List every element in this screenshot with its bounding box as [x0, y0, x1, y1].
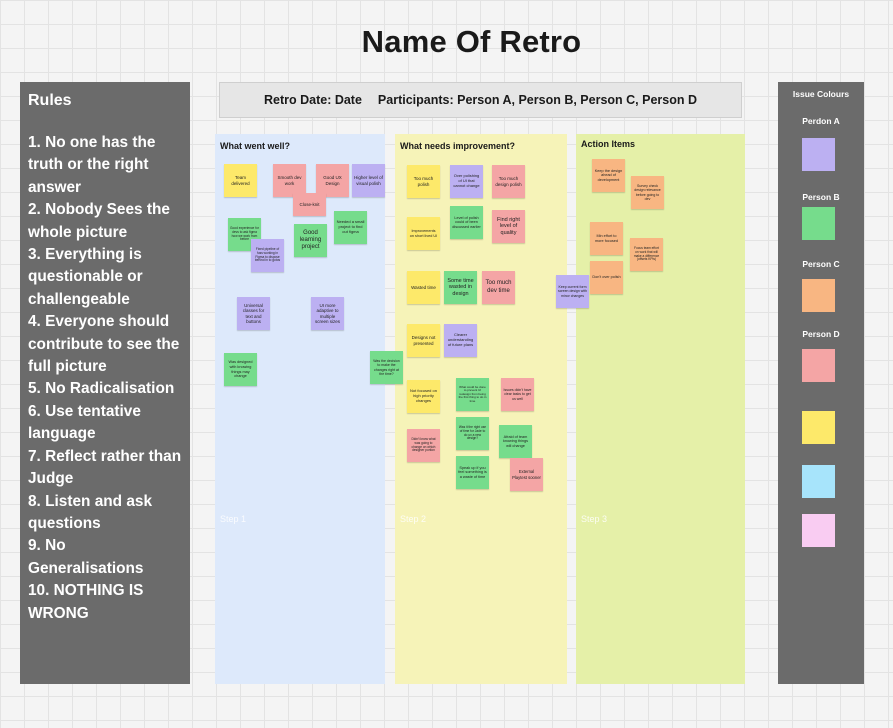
- legend-label-person-d: Person D: [802, 329, 840, 339]
- sticky-note[interactable]: Team delivered: [224, 164, 257, 197]
- color-swatch-pink: [802, 514, 835, 547]
- rule-item: 1. No one has the truth or the right ans…: [28, 134, 156, 196]
- step-label: Step 2: [400, 514, 427, 524]
- sticky-note[interactable]: UI more adaptive to multiple screen size…: [311, 297, 344, 330]
- legend-label-person-a: Perdon A: [802, 116, 840, 126]
- sticky-note[interactable]: Afraid of team knowing things will chang…: [499, 425, 532, 458]
- color-swatch-person-d: [802, 349, 835, 382]
- issue-colours-legend[interactable]: Issue Colours Perdon A Person B Person C…: [778, 82, 864, 684]
- sticky-note[interactable]: Designs not presented: [407, 324, 440, 357]
- rule-item: 4. Everyone should contribute to see the…: [28, 313, 180, 376]
- legend-title: Issue Colours: [792, 89, 850, 99]
- legend-label-person-b: Person B: [802, 192, 840, 202]
- sticky-note[interactable]: Not focused on high priority changes: [407, 380, 440, 413]
- sticky-note[interactable]: Smooth dev work: [273, 164, 306, 197]
- sticky-note[interactable]: Some time wasted in design: [444, 271, 477, 304]
- sticky-note[interactable]: Was designed with knowing things may cha…: [224, 353, 257, 386]
- rule-item: 9. No Generalisations: [28, 537, 144, 577]
- rule-item: 8. Listen and ask questions: [28, 492, 153, 532]
- sticky-note[interactable]: External Playtest sooner: [510, 458, 543, 491]
- color-swatch-person-c: [802, 279, 835, 312]
- rule-item: 3. Everything is questionable or challen…: [28, 246, 143, 308]
- sticky-note[interactable]: Keep current form screen design with min…: [556, 275, 589, 308]
- sticky-note[interactable]: Close-knit: [293, 193, 326, 216]
- rule-item: 10. NOTHING IS WRONG: [28, 582, 144, 622]
- column-action-items[interactable]: Action Items Step 3 Keep the design ahea…: [576, 134, 745, 684]
- sticky-note[interactable]: Improvements on short lived UI: [407, 217, 440, 250]
- sticky-note[interactable]: Was it the right use of time for Jade to…: [456, 417, 489, 450]
- sticky-note[interactable]: Higher level of visual polish: [352, 164, 385, 197]
- sticky-note[interactable]: Find right level of quality: [492, 210, 525, 243]
- rule-item: 7. Reflect rather than Judge: [28, 447, 182, 488]
- sticky-note[interactable]: Focus team effort on work that will make…: [630, 238, 663, 271]
- step-label: Step 1: [220, 514, 247, 524]
- board-title: Name Of Retro: [361, 24, 582, 59]
- sticky-note[interactable]: Needed a small project to find out figma: [334, 211, 367, 244]
- sticky-note[interactable]: Survey check design relevance before goi…: [631, 176, 664, 209]
- column-what-needs-improvement[interactable]: What needs improvement? Step 2 Too much …: [395, 134, 567, 684]
- sticky-note[interactable]: Speak up if you feel something is a wast…: [456, 456, 489, 489]
- rule-item: 6. Use tentative language: [28, 402, 141, 443]
- sticky-note[interactable]: Fixed pipeline of fuss working in Figma …: [251, 239, 284, 272]
- sticky-note[interactable]: Too much design polish: [492, 165, 525, 198]
- retro-date: Retro Date: Date: [263, 93, 362, 107]
- rules-panel[interactable]: Rules 1. No one has the truth or the rig…: [20, 82, 190, 684]
- sticky-note[interactable]: Too much polish: [407, 165, 440, 198]
- sticky-note[interactable]: Min effort to more focused: [590, 222, 623, 255]
- retro-header-bar[interactable]: Retro Date: Date Participants: Person A,…: [219, 82, 742, 118]
- color-swatch-blue: [802, 465, 835, 498]
- sticky-note[interactable]: Don't over polish: [590, 261, 623, 294]
- sticky-note[interactable]: Issues didn't have clear tasks to get us…: [501, 378, 534, 411]
- sticky-note[interactable]: Universal classes for text and buttons: [237, 297, 270, 330]
- rules-heading: Rules: [28, 92, 72, 109]
- sticky-note[interactable]: Good UX Design: [316, 164, 349, 197]
- rule-item: 2. Nobody Sees the whole picture: [28, 201, 170, 241]
- sticky-note[interactable]: Over polishing of UI that cannot change: [450, 165, 483, 198]
- sticky-note[interactable]: Keep the design ahead of development: [592, 159, 625, 192]
- sticky-note[interactable]: Clearer understanding of future plans: [444, 324, 477, 357]
- step-label: Step 3: [581, 514, 608, 524]
- color-swatch-person-a: [802, 138, 835, 171]
- legend-label-person-c: Person C: [802, 259, 840, 269]
- column-title: What needs improvement?: [400, 141, 516, 151]
- color-swatch-yellow: [802, 411, 835, 444]
- column-title: Action Items: [581, 139, 636, 149]
- sticky-note[interactable]: Good learning project: [294, 224, 327, 257]
- sticky-note[interactable]: Was the decision to make the changes rig…: [370, 351, 403, 384]
- rule-item: 5. No Radicalisation: [28, 380, 175, 398]
- sticky-note[interactable]: What could be done to prevent UI redesig…: [456, 378, 489, 411]
- column-title: What went well?: [220, 141, 291, 151]
- sticky-note[interactable]: Wasted time: [407, 271, 440, 304]
- participants: Participants: Person A, Person B, Person…: [377, 93, 697, 107]
- color-swatch-person-b: [802, 207, 835, 240]
- sticky-note[interactable]: Didn't know what was going to change on …: [407, 429, 440, 462]
- rules-list: 1. No one has the truth or the right ans…: [28, 132, 182, 625]
- sticky-note[interactable]: Level of polish could of been discussed …: [450, 206, 483, 239]
- column-what-went-well[interactable]: What went well? Step 1 Team delivered Sm…: [215, 134, 385, 684]
- sticky-note[interactable]: Too much dev time: [482, 271, 515, 304]
